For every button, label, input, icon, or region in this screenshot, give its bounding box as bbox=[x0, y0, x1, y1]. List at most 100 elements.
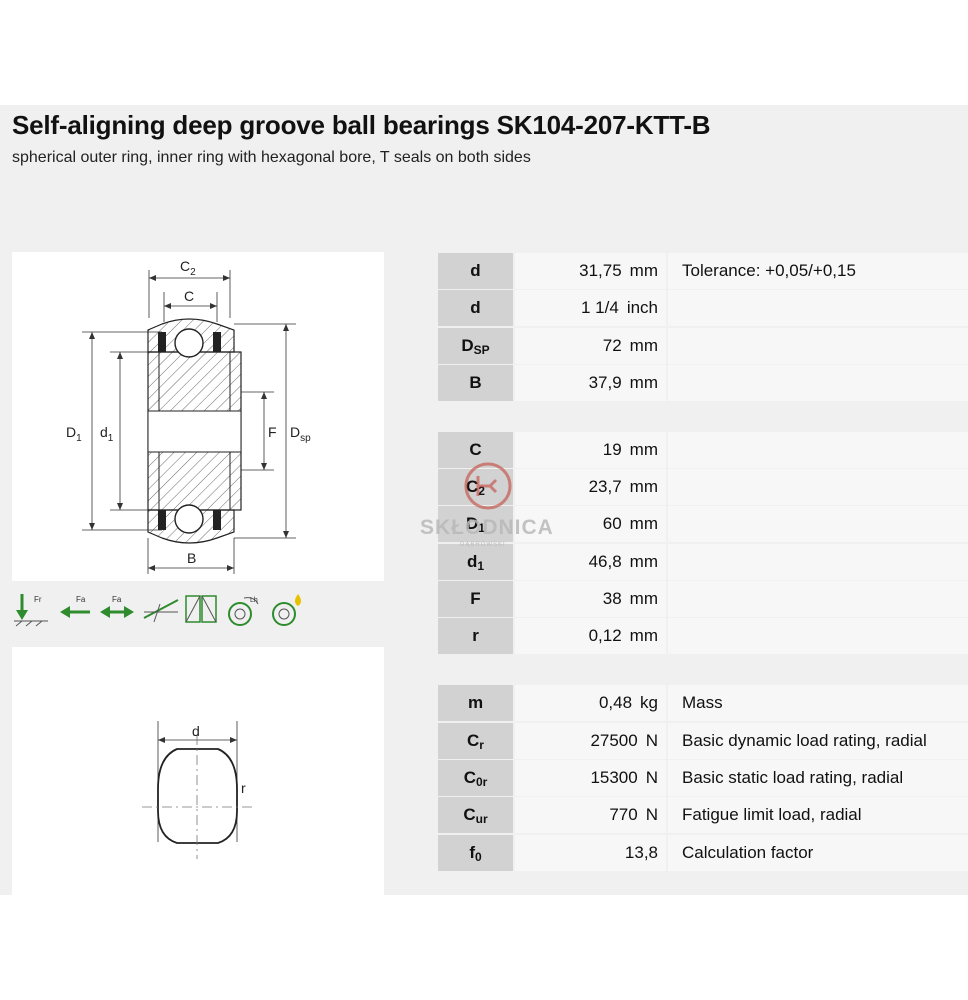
spec-unit: mm bbox=[629, 335, 658, 355]
spec-symbol: C bbox=[438, 431, 513, 468]
label-dsp: Dsp bbox=[290, 424, 311, 444]
spec-unit: N bbox=[645, 805, 658, 825]
spec-description: Basic dynamic load rating, radial bbox=[668, 722, 968, 759]
misalignment-icon bbox=[143, 599, 179, 623]
spec-unit: mm bbox=[629, 589, 658, 609]
label-b: B bbox=[187, 550, 197, 566]
spec-description bbox=[668, 431, 968, 468]
label-bore-r: r bbox=[241, 780, 246, 796]
spec-symbol: r bbox=[438, 618, 513, 655]
spec-unit: mm bbox=[629, 261, 658, 280]
svg-text:Fr: Fr bbox=[34, 595, 42, 604]
svg-text:Lh: Lh bbox=[250, 597, 258, 604]
spec-description: Calculation factor bbox=[668, 834, 968, 871]
label-c: C bbox=[184, 288, 195, 304]
spec-description bbox=[668, 469, 968, 506]
label-d1-inner: d1 bbox=[100, 424, 114, 444]
speed-icon: Lh bbox=[228, 597, 259, 626]
load-icons-row: Fr Fa Fa Lh bbox=[14, 590, 314, 630]
spec-symbol: m bbox=[438, 685, 513, 722]
axial-load-left-icon: Fa bbox=[60, 595, 90, 618]
spec-description bbox=[668, 618, 968, 655]
label-f: F bbox=[268, 424, 277, 440]
spec-symbol: F bbox=[438, 581, 513, 618]
spec-unit: N bbox=[645, 730, 658, 750]
axial-load-both-icon: Fa bbox=[100, 595, 134, 618]
spec-description bbox=[668, 290, 968, 327]
spec-unit: mm bbox=[629, 372, 658, 392]
label-d1-outer: D1 bbox=[66, 424, 82, 444]
lubrication-icon bbox=[272, 594, 301, 626]
svg-text:Fa: Fa bbox=[76, 595, 86, 604]
svg-text:Fa: Fa bbox=[112, 595, 122, 604]
page-title: Self-aligning deep groove ball bearings … bbox=[12, 110, 711, 140]
label-c2: C2 bbox=[180, 258, 196, 278]
label-bore-d: d bbox=[192, 723, 200, 739]
spec-description: Fatigue limit load, radial bbox=[668, 797, 968, 834]
radial-load-icon: Fr bbox=[14, 594, 48, 627]
spec-value: 13,8 bbox=[515, 834, 666, 871]
spec-symbol: d bbox=[438, 253, 513, 289]
spec-unit: mm bbox=[629, 439, 658, 459]
spec-description bbox=[668, 543, 968, 580]
spec-unit: mm bbox=[629, 477, 658, 497]
spec-unit: inch bbox=[626, 298, 658, 318]
spec-description bbox=[668, 506, 968, 543]
hexagonal-bore-drawing: d r bbox=[12, 647, 384, 895]
spec-description: Basic static load rating, radial bbox=[668, 759, 968, 796]
page-subtitle: spherical outer ring, inner ring with he… bbox=[12, 149, 531, 166]
spec-description: Mass bbox=[668, 685, 968, 722]
spec-symbol: d bbox=[438, 290, 513, 327]
mounting-icon bbox=[185, 595, 217, 623]
spec-unit: mm bbox=[629, 626, 658, 646]
spec-unit: mm bbox=[629, 514, 658, 534]
spec-unit: N bbox=[645, 767, 658, 787]
spec-unit: mm bbox=[629, 551, 658, 571]
spec-description bbox=[668, 581, 968, 618]
spec-description bbox=[668, 364, 968, 401]
spec-unit: kg bbox=[640, 693, 658, 713]
spec-description bbox=[668, 327, 968, 364]
bearing-section-drawing: C2 C D1 d1 F Dsp B bbox=[12, 252, 384, 581]
spec-description: Tolerance: +0,05/+0,15 bbox=[668, 253, 968, 289]
spec-symbol: B bbox=[438, 364, 513, 401]
